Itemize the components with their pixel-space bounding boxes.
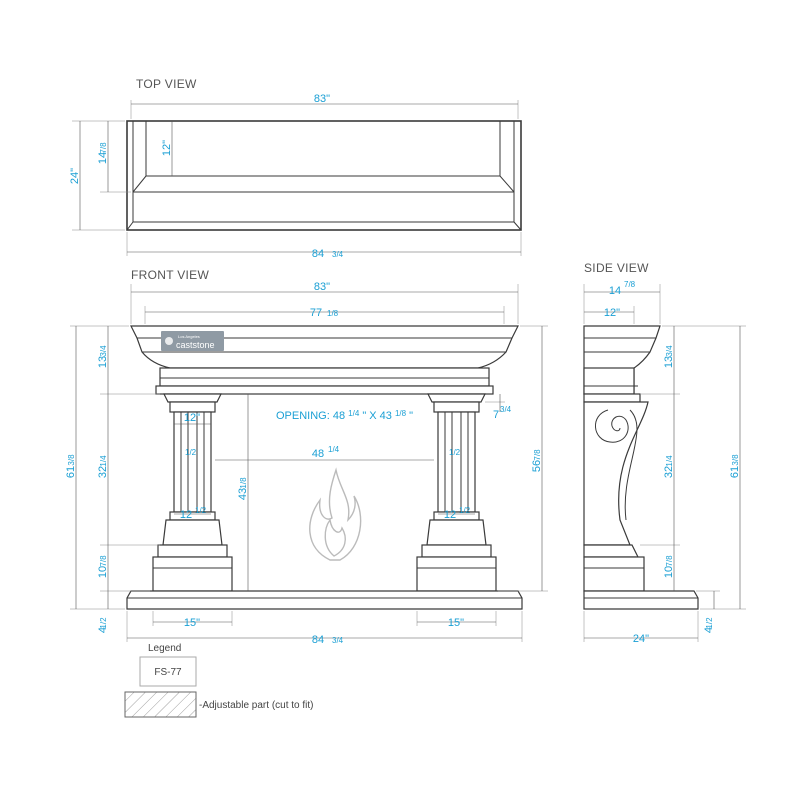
right-column-width-12-half: 12: [444, 509, 456, 521]
side-total-61-frac: 3/8: [731, 454, 740, 466]
mantel-height-13: 13: [97, 356, 109, 368]
top-width-84: 84: [312, 248, 324, 260]
legend-adjustable: -Adjustable part (cut to fit): [199, 700, 314, 711]
front-width-77: 77: [310, 307, 322, 319]
front-view: FRONT VIEW Los Angeles caststone: [65, 268, 548, 646]
opening-label: OPENING: 48 1/4 " X 43 1/8 ": [276, 407, 413, 422]
mantel-height-13-frac: 3/4: [99, 345, 108, 357]
column-height-32-frac: 1/4: [99, 455, 108, 467]
front-width-77-frac: 1/8: [327, 309, 339, 318]
side-column-32: 32: [663, 466, 675, 478]
hearth-plinth: [126, 590, 523, 610]
left-column-width-12-frac: 1/2: [195, 506, 207, 515]
top-inner-outline: [132, 120, 515, 223]
top-view-title: TOP VIEW: [136, 77, 197, 91]
legend-model-box: [139, 656, 197, 687]
side-total-61: 61: [729, 466, 741, 478]
side-plinth: [583, 590, 699, 610]
top-depth-12: 12": [161, 140, 173, 156]
right-foot-15: 15": [448, 617, 464, 629]
top-width-84-frac: 3/4: [332, 250, 344, 259]
side-depth-24: 24": [633, 633, 649, 645]
side-base-10: 10: [663, 566, 675, 578]
scroll-volute: [595, 409, 629, 443]
mantel-fillet: [155, 385, 494, 395]
right-height-56-frac: 7/8: [533, 449, 542, 461]
top-depth-14-frac: 7/8: [99, 142, 108, 154]
flame-icon: [309, 467, 362, 561]
side-base-10-frac: 7/8: [665, 555, 674, 567]
side-plinth-4: 4: [703, 627, 715, 633]
side-mantel-13: 13: [663, 356, 675, 368]
legend-hatch-swatch: [124, 691, 197, 718]
plinth-height-4: 4: [97, 627, 109, 633]
caststone-logo: [161, 331, 224, 351]
legend-title: Legend: [148, 643, 181, 654]
mantel-frieze: [159, 367, 490, 387]
side-depth-14: 14: [609, 285, 621, 297]
side-column-32-frac: 1/4: [665, 455, 674, 467]
right-column: [416, 393, 497, 592]
top-view: TOP VIEW 83" 84 3/4 24" 14 7/8: [69, 77, 522, 260]
logo-small-text: Los Angeles: [178, 334, 200, 339]
opening-height-43: 43: [237, 488, 249, 500]
side-bracket: [583, 401, 649, 546]
front-view-title: FRONT VIEW: [131, 268, 209, 282]
right-column-small-frac: 1/2: [449, 448, 461, 457]
left-column: [152, 393, 233, 592]
right-column-width-12-frac: 1/2: [459, 506, 471, 515]
top-width-83: 83": [314, 93, 330, 105]
cap-height-7: 7: [493, 409, 499, 421]
side-depth-14-frac: 7/8: [624, 280, 636, 289]
legend-model: FS-77: [154, 667, 182, 678]
front-height-61-frac: 3/8: [67, 454, 76, 466]
opening-width-48: 48: [312, 448, 324, 460]
side-mantel-13-frac: 3/4: [665, 345, 674, 357]
front-width-84: 84: [312, 634, 324, 646]
top-depth-24: 24": [69, 168, 81, 184]
cap-height-7-frac: 3/4: [500, 405, 512, 414]
left-column-width-12: 12": [184, 412, 200, 424]
left-column-width-12-half: 12: [180, 509, 192, 521]
front-width-84-frac: 3/4: [332, 636, 344, 645]
plinth-height-4-frac: 1/2: [99, 617, 108, 629]
right-height-56: 56: [531, 460, 543, 472]
side-depth-12: 12": [604, 307, 620, 319]
left-foot-15: 15": [184, 617, 200, 629]
left-column-small-frac: 1/2: [185, 448, 197, 457]
front-height-61: 61: [65, 466, 77, 478]
front-width-83: 83": [314, 281, 330, 293]
legend: Legend FS-77 -Adjustable part (cut to fi…: [124, 643, 314, 718]
logo-main-text: caststone: [176, 340, 215, 350]
top-depth-14: 14: [97, 152, 109, 164]
opening-height-43-frac: 1/8: [239, 477, 248, 489]
opening-width-48-frac: 1/4: [328, 445, 340, 454]
column-height-32: 32: [97, 466, 109, 478]
side-view: SIDE VIEW 14 7/8 12": [583, 261, 746, 645]
base-height-10: 10: [97, 566, 109, 578]
side-view-title: SIDE VIEW: [584, 261, 649, 275]
side-plinth-4-frac: 1/2: [705, 617, 714, 629]
base-height-10-frac: 7/8: [99, 555, 108, 567]
